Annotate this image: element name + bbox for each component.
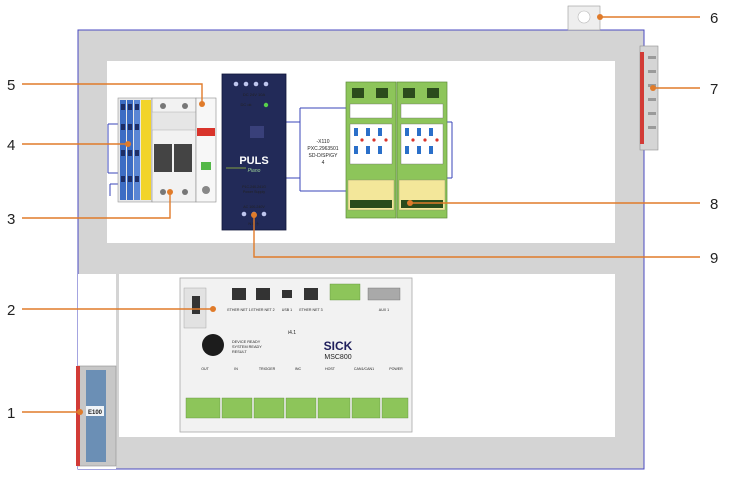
terminal-designation-line2: PXC.2963501 [307,146,338,152]
controller-brand: SICK [324,339,353,353]
psu-label: Power Supply [243,190,265,194]
psu-model: P1C.240.241G [242,185,266,189]
psu-led [263,102,269,108]
psu-output-rating: DC 24V 10A [243,92,266,97]
callout-2: 2 [7,302,15,319]
side-mounted-device [639,45,659,151]
top-light-fixture [567,5,601,31]
io-label-trigger: TRIGGER [259,367,276,371]
callout-dots [77,14,656,415]
callout-9: 9 [710,250,718,267]
sick-controller: ETHER NET 1 ETHER NET 2 USB 1 ETHER NET … [179,277,413,433]
status-device-ready: DEVICE READY [232,340,261,344]
callout-7: 7 [710,81,718,98]
status-result: RESULT [232,350,247,354]
port-label-ethernet-3: ETHER NET 3 [299,308,322,312]
device-e100-label: E100 [88,410,103,416]
controller-rotary-knob [202,334,224,356]
psu-brand: PULS [239,155,268,167]
io-label-power: POWER [389,367,403,371]
port-label-ethernet-1: ETHER NET 1 [227,308,250,312]
callout-4: 4 [7,137,15,154]
callout-8: 8 [710,196,718,213]
callout-3: 3 [7,211,15,228]
relay-terminal-modules [345,81,448,219]
callout-1: 1 [7,405,15,422]
terminal-designation-line1: -X110 [317,139,330,145]
status-system-ready: SYSTEM READY [232,345,262,349]
port-label-ethernet-2: ETHER NET 2 [251,308,274,312]
terminal-designation-line4: 4 [322,160,325,166]
io-label-out: OUT [201,367,209,371]
port-label-usb-1: USB 1 [282,308,292,312]
device-e100: E100 [76,365,117,467]
io-label-in: IN [234,367,238,371]
circuit-breaker [151,97,197,203]
psu-sub-brand: Piano [248,168,261,174]
psu-dc-ok: DC ok [240,102,251,107]
callout-5: 5 [7,77,15,94]
terminal-designation-line3: SD-D/SP/GY [309,153,339,159]
controller-center-label: i4.1 [288,330,296,336]
power-supply: DC 24V 10A DC ok PULS Piano P1C.240.241G… [221,73,287,231]
terminal-block-strip [117,97,153,203]
auxiliary-contact [195,97,217,203]
controller-model: MSC800 [324,354,351,361]
io-label-can: CAN1/CAN1 [354,367,374,371]
io-label-inc: INC [295,367,302,371]
terminal-designation: -X110 PXC.2963501 SD-D/SP/GY 4 [307,139,338,166]
callout-lines [22,16,700,413]
psu-input-rating: AC 100-240V [243,205,265,209]
port-label-aux-1: AUX 1 [379,308,389,312]
io-label-host: HOST [325,367,336,371]
callout-6: 6 [710,10,718,27]
